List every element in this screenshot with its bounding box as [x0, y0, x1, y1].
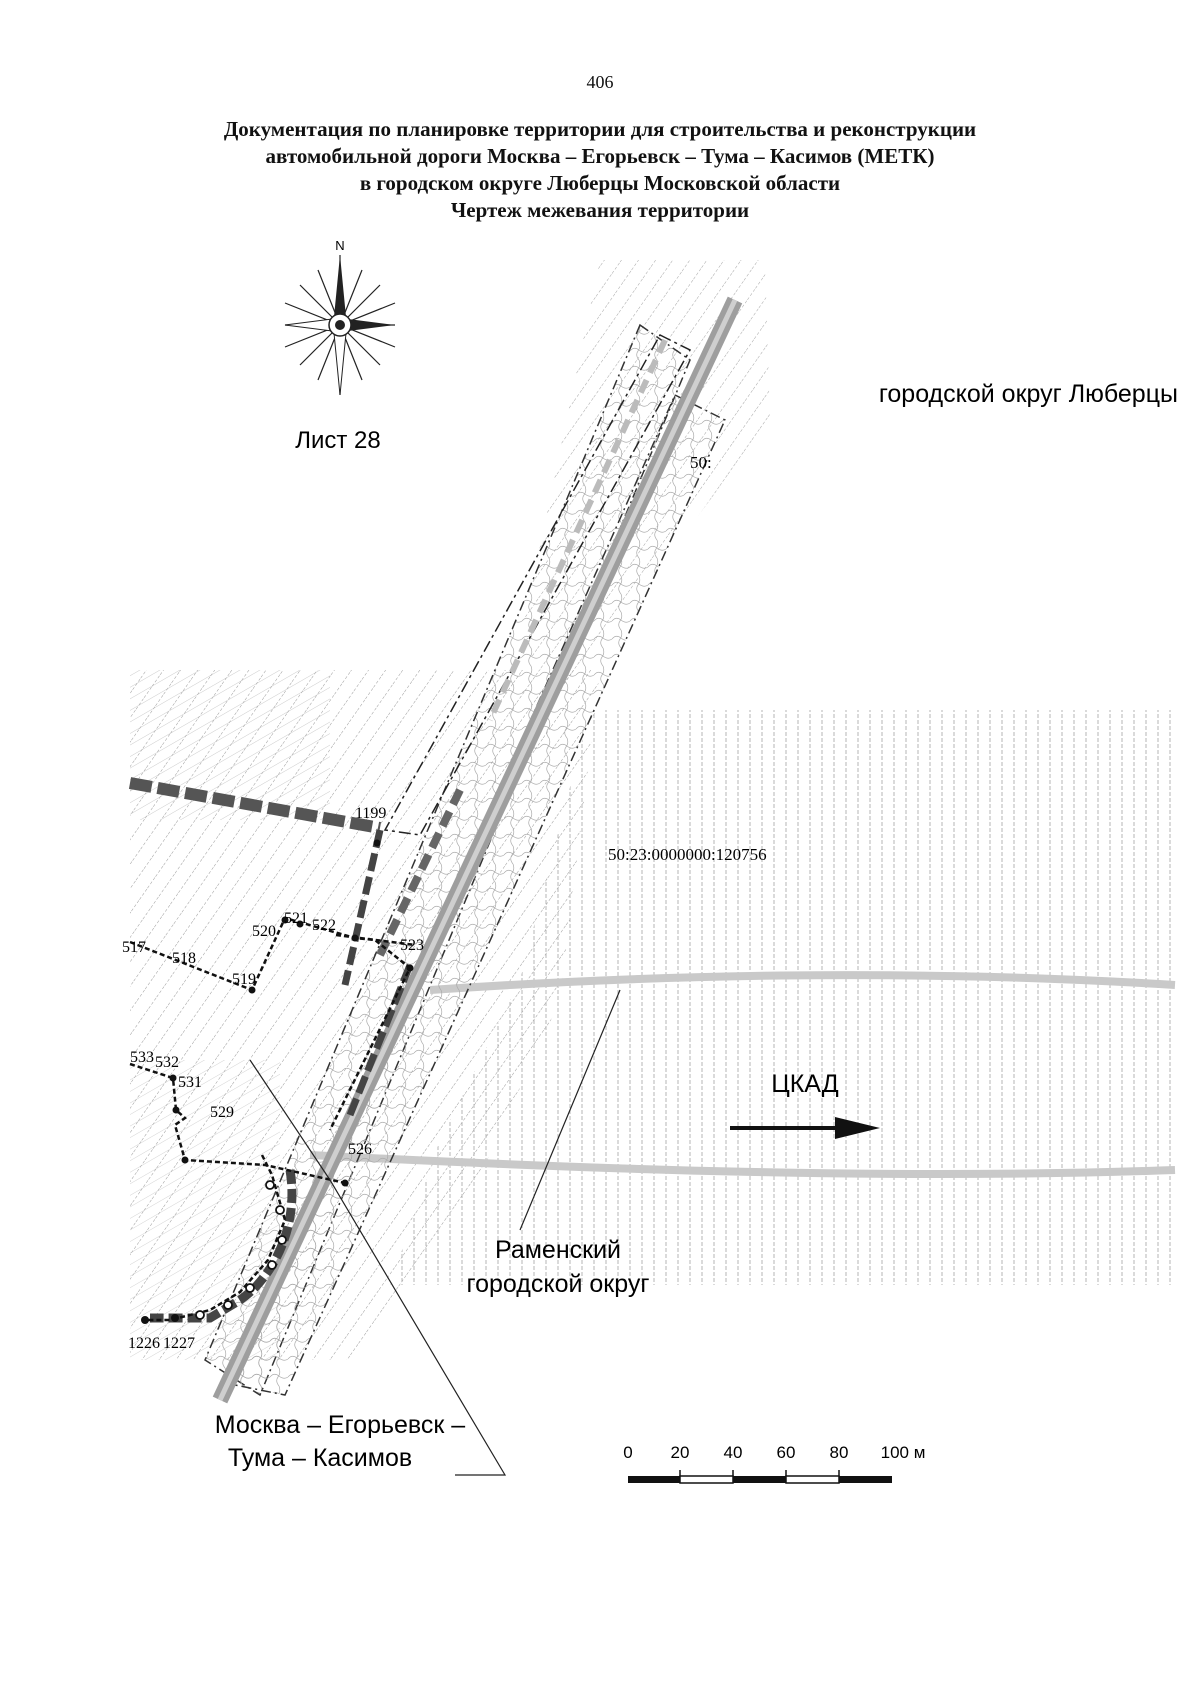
scale-tick-0: 0 — [623, 1443, 632, 1462]
point-label-518: 518 — [172, 950, 196, 967]
road-label-line-1: Москва – Егорьевск – — [215, 1411, 466, 1439]
area-label-ramensky-line-1: Раменский — [495, 1236, 621, 1264]
compass-rose-icon — [284, 255, 396, 396]
page-number: 406 — [586, 72, 614, 92]
cadastral-number-partial: 50: — [690, 453, 712, 472]
arrow-right-icon — [730, 1117, 880, 1139]
cadastral-number: 50:23:0000000:120756 — [608, 845, 767, 864]
scale-tick-80: 80 — [830, 1443, 849, 1462]
area-label-lyubertsy: городской округ Люберцы — [879, 380, 1178, 408]
point-label-531: 531 — [178, 1074, 202, 1091]
scale-tick-60: 60 — [777, 1443, 796, 1462]
scale-tick-40: 40 — [724, 1443, 743, 1462]
point-label-522: 522 — [312, 917, 336, 934]
title-line-1: Документация по планировке территории дл… — [223, 117, 977, 141]
point-label-1226: 1226 — [128, 1335, 160, 1352]
document-title: Документация по планировке территории дл… — [100, 116, 1100, 224]
scale-tick-100: 100 м — [881, 1443, 926, 1462]
point-label-533: 533 — [130, 1049, 154, 1066]
road-label-line-2: Тума – Касимов — [228, 1444, 412, 1472]
point-label-521: 521 — [284, 910, 308, 927]
point-label-523: 523 — [400, 937, 424, 954]
point-label-520: 520 — [252, 923, 276, 940]
point-label-1199: 1199 — [355, 805, 386, 822]
point-label-519: 519 — [232, 971, 256, 988]
north-label: N — [335, 238, 344, 253]
point-label-532: 532 — [155, 1054, 179, 1071]
title-line-2: автомобильной дороги Москва – Егорьевск … — [265, 144, 935, 168]
point-label-1227: 1227 — [163, 1335, 195, 1352]
open-vertex-markers — [195, 1180, 287, 1320]
road-corridor — [204, 296, 743, 1404]
scale-tick-20: 20 — [671, 1443, 690, 1462]
title-line-3: в городском округе Люберцы Московской об… — [359, 171, 841, 195]
leader-lines — [249, 989, 621, 1476]
vertex-markers — [141, 839, 414, 1324]
sheet-label: Лист 28 — [295, 427, 381, 454]
area-label-ramensky-line-2: городской округ — [467, 1270, 650, 1298]
point-label-529: 529 — [210, 1104, 234, 1121]
title-line-4: Чертеж межевания территории — [450, 198, 750, 222]
point-label-526: 526 — [348, 1141, 372, 1158]
ckad-band — [309, 971, 1176, 1179]
ckad-label: ЦКАД — [771, 1070, 839, 1098]
point-label-517: 517 — [122, 939, 146, 956]
point-labels: 1199 517 518 519 520 521 522 523 526 529… — [122, 805, 424, 1352]
scale-bar: 0 20 40 60 80 100 м — [623, 1443, 926, 1484]
